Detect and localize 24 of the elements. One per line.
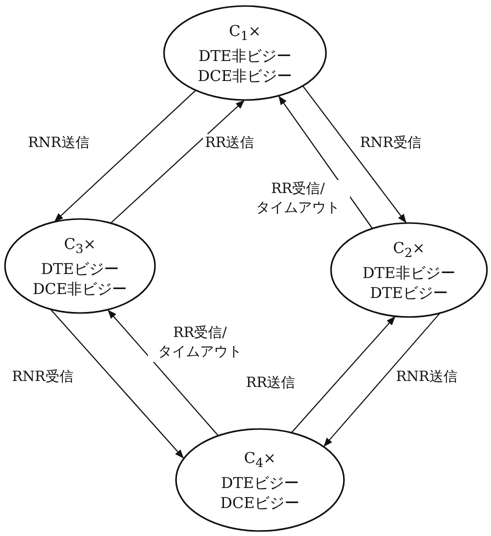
state-text: C$_{4}$× xyxy=(244,448,276,472)
state-ellipse xyxy=(175,428,345,532)
arrow xyxy=(290,316,396,434)
state-text: DTEビジー xyxy=(41,258,119,278)
arrow xyxy=(110,100,245,224)
state-text: C$_{1}$× xyxy=(228,20,261,44)
state-text: DTE非ビジー xyxy=(198,46,292,66)
arrow xyxy=(54,90,196,222)
state-ellipse xyxy=(4,218,156,314)
state-text: DCE非ビジー xyxy=(32,278,128,298)
arrow xyxy=(50,308,184,459)
state-text: C$_{2}$× xyxy=(392,238,425,262)
state-ellipse xyxy=(163,5,327,101)
state-text: DCE非ビジー xyxy=(198,66,292,86)
state-text: DTE非ビジー xyxy=(362,262,456,282)
state-text: DCEビジー xyxy=(220,492,300,512)
state-text: DTEビジー xyxy=(221,472,299,492)
arrow xyxy=(323,312,440,448)
arrow xyxy=(302,86,407,224)
arrow xyxy=(278,95,373,229)
state-text: C$_{3}$× xyxy=(64,234,96,258)
state-ellipse xyxy=(330,222,488,318)
state-text: DTEビジー xyxy=(370,282,448,302)
arrow xyxy=(107,309,219,436)
